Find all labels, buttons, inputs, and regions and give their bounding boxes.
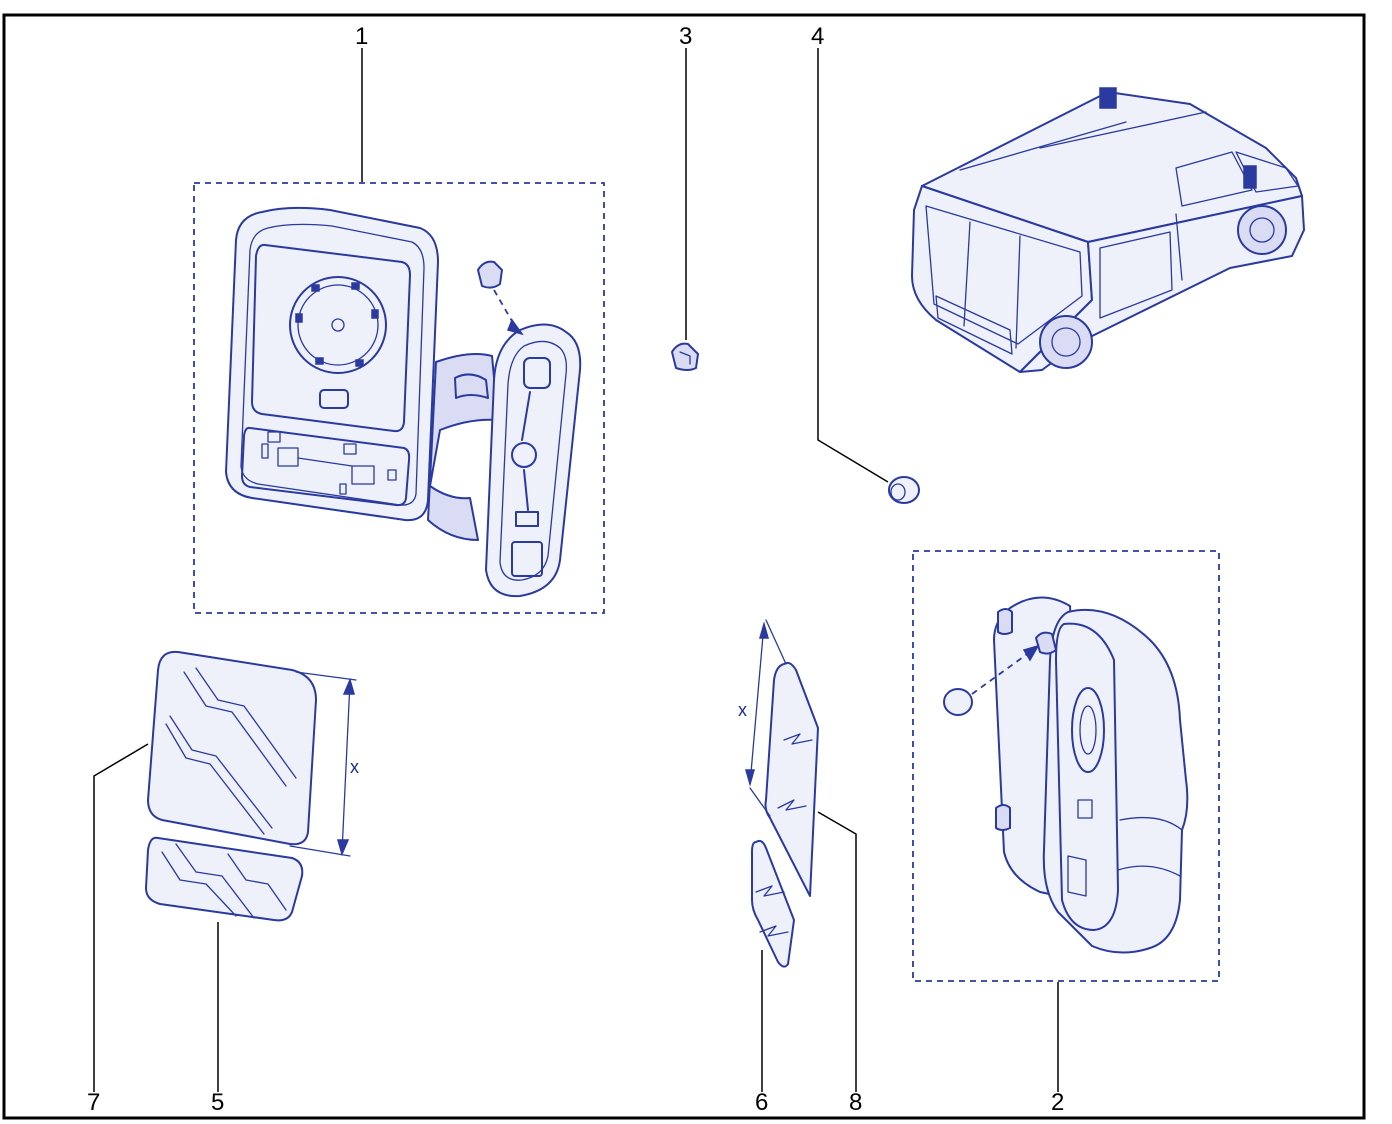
van-mirror-right-highlight xyxy=(1243,165,1257,189)
callout-4: 4 xyxy=(811,23,824,50)
part-2-dashed-box xyxy=(912,550,1220,982)
cap-body xyxy=(888,476,920,504)
diagram-border xyxy=(2,13,1366,1120)
callout-5: 5 xyxy=(211,1089,224,1116)
van-illustration xyxy=(911,87,1305,373)
glass-left-dimension-line xyxy=(341,681,351,853)
right-wide-angle-glass-outline xyxy=(751,839,795,968)
clip-body xyxy=(671,342,699,371)
mirror-glass-face xyxy=(251,243,411,433)
part-7-main-glass: x xyxy=(147,650,359,857)
van-rear-wheel xyxy=(1039,315,1093,369)
mirror-arm xyxy=(427,353,499,541)
base-clip xyxy=(477,260,503,289)
callout-8: 8 xyxy=(849,1089,862,1116)
callout-3: 3 xyxy=(679,23,692,50)
lower-compartment xyxy=(241,426,411,507)
part-6-wide-angle-glass-right xyxy=(751,839,795,968)
mirror-base-plate xyxy=(485,323,582,598)
leader-8 xyxy=(817,811,857,1092)
van-mirror-left-highlight xyxy=(1099,87,1117,109)
leader-7 xyxy=(93,743,149,1092)
part-3-clip xyxy=(671,342,699,371)
van-front-wheel xyxy=(1237,205,1287,255)
part-4-cap xyxy=(888,476,920,504)
callout-7: 7 xyxy=(87,1089,100,1116)
glass-adjuster-ring xyxy=(289,276,387,374)
part-5-wide-angle-glass xyxy=(145,836,304,922)
leader-4 xyxy=(817,48,889,483)
callout-1: 1 xyxy=(355,23,368,50)
glass-right-dimension-line xyxy=(749,623,765,785)
glass-left-dimension-label: x xyxy=(350,757,359,777)
part-8-main-glass-right: x xyxy=(738,619,819,897)
part-1-left-mirror-assembly xyxy=(193,182,605,614)
part-2-right-mirror-assembly xyxy=(912,550,1220,982)
part-1-dashed-box xyxy=(193,182,605,614)
right-cap xyxy=(943,688,973,716)
right-main-glass-outline xyxy=(764,661,819,897)
glass-clip-tab xyxy=(319,389,349,409)
main-glass-outline xyxy=(147,650,317,846)
callout-2: 2 xyxy=(1051,1089,1064,1116)
callout-6: 6 xyxy=(755,1089,768,1116)
glass-right-dimension-label: x xyxy=(738,700,747,720)
leader-lines xyxy=(93,48,1059,1092)
